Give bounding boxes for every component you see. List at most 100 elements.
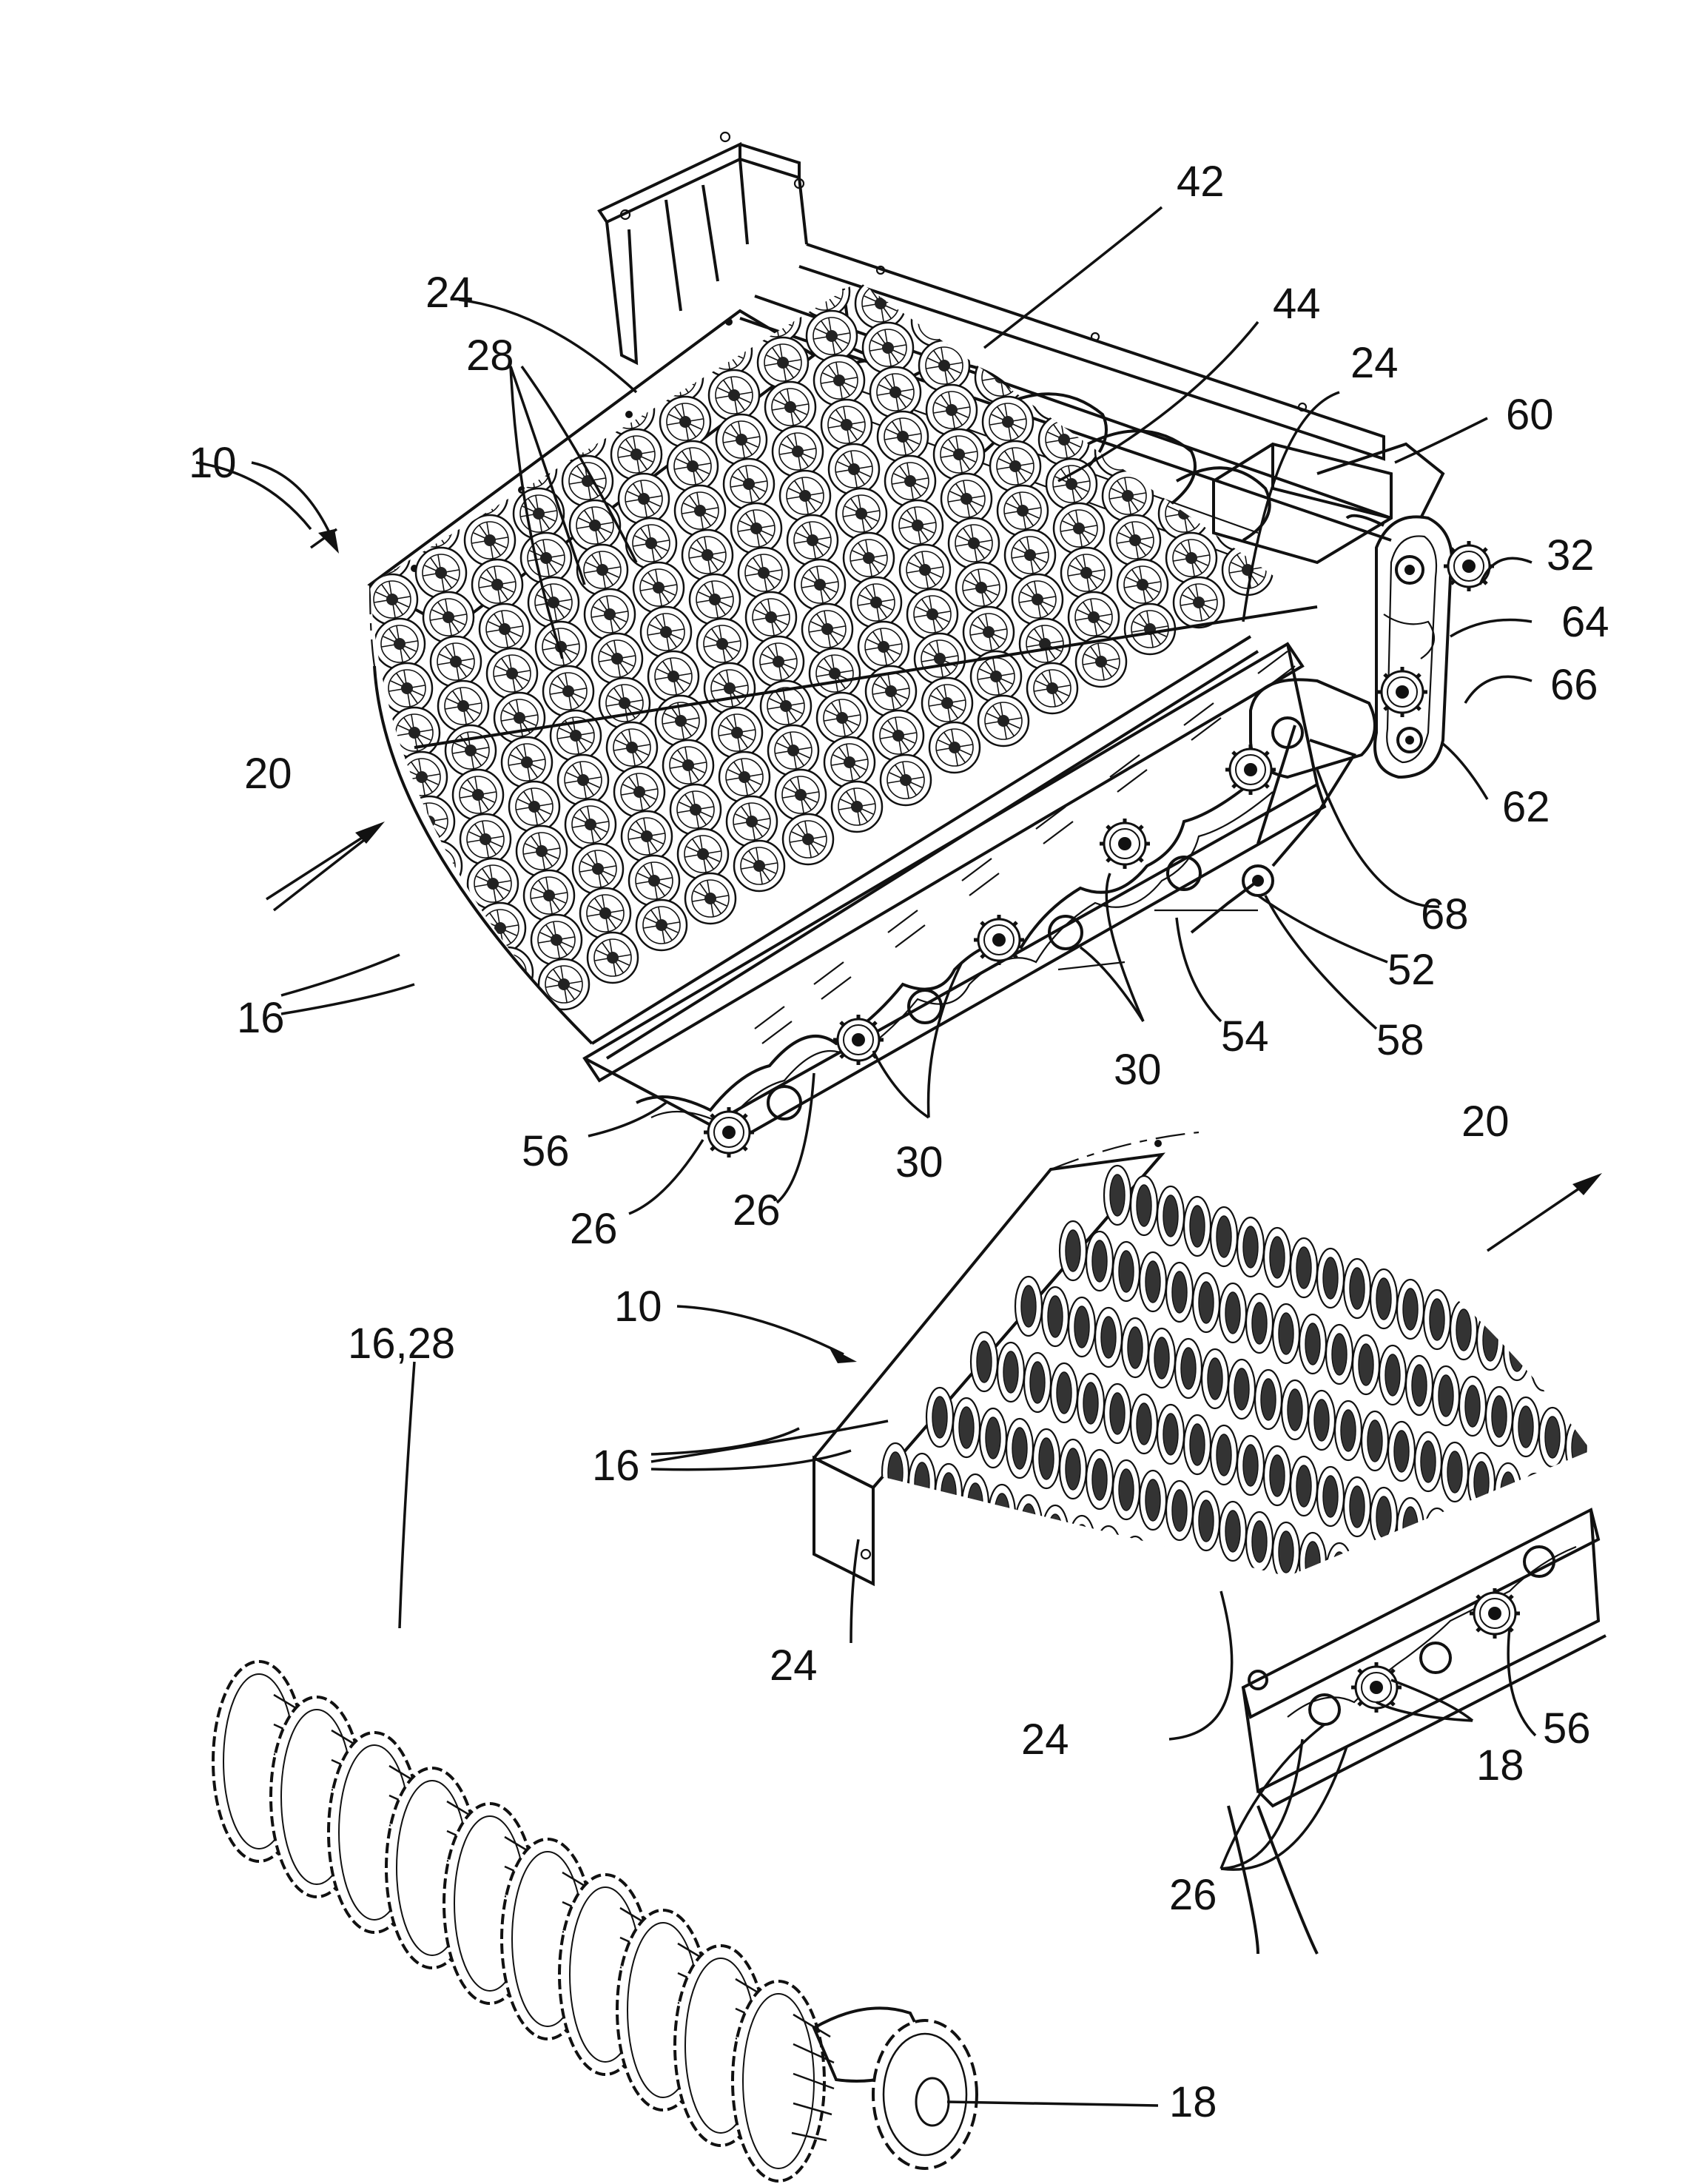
roller-disc <box>540 323 591 373</box>
roller-disc <box>1353 1335 1379 1394</box>
roller-disc <box>938 130 989 181</box>
roller-disc <box>926 1388 953 1447</box>
roller-disc <box>712 708 762 758</box>
label-18: 18 <box>1476 1741 1524 1790</box>
roller-disc <box>1242 340 1292 391</box>
label-26: 26 <box>1169 1871 1217 1919</box>
roller-disc <box>1690 1394 1699 1453</box>
roller-disc <box>802 604 852 654</box>
roller-disc <box>1637 1373 1663 1432</box>
roller-disc <box>1184 1415 1211 1474</box>
roller-disc <box>480 604 530 654</box>
roller-disc <box>963 607 1014 657</box>
roller-disc <box>960 263 1011 314</box>
roller-disc <box>912 296 962 346</box>
roller-disc <box>907 589 958 639</box>
roller-disc <box>397 752 447 802</box>
roller-disc <box>690 574 740 625</box>
roller-disc <box>929 722 980 773</box>
roller-disc <box>1228 1360 1255 1419</box>
roller-disc <box>694 281 744 332</box>
roller-disc <box>878 411 928 462</box>
roller-disc <box>629 856 679 906</box>
roller-disc <box>1353 1553 1379 1613</box>
roller-disc <box>1299 1314 1326 1374</box>
roller-disc <box>1397 1498 1424 1557</box>
roller-disc <box>521 533 571 583</box>
chain-guard <box>1375 517 1494 777</box>
roller-disc <box>1388 1422 1415 1481</box>
roller-disc <box>1326 1325 1353 1384</box>
roller-disc <box>968 308 1018 358</box>
roller-disc <box>810 648 860 699</box>
roller-disc <box>1175 1339 1202 1398</box>
roller-disc <box>1077 0 1128 50</box>
roller-disc <box>1495 1463 1521 1522</box>
roller-disc <box>490 992 540 1042</box>
top-assembly-view <box>196 0 1532 1214</box>
roller-disc <box>931 86 981 136</box>
roller-disc <box>514 488 564 539</box>
roller-disc <box>776 770 826 820</box>
roller-disc <box>841 189 891 240</box>
roller-disc <box>1069 1516 1095 1575</box>
roller-disc <box>1086 1450 1113 1509</box>
roller-disc <box>1012 574 1063 625</box>
roller-disc <box>1299 1533 1326 1592</box>
roller-disc <box>987 104 1037 154</box>
roller-disc <box>1370 1488 1397 1547</box>
label-26: 26 <box>733 1186 781 1234</box>
roller-disc <box>1148 1547 1175 1606</box>
roller-disc <box>716 414 767 465</box>
roller-disc <box>543 666 593 716</box>
label-10: 10 <box>614 1283 662 1331</box>
label-24: 24 <box>1021 1716 1069 1764</box>
roller-disc <box>1166 533 1217 583</box>
roller-disc <box>1219 1283 1246 1343</box>
roller-disc <box>1619 1439 1646 1498</box>
roller-disc <box>882 118 932 169</box>
roller-disc <box>345 441 395 491</box>
roller-disc <box>765 382 815 432</box>
roller-disc <box>1264 1446 1291 1505</box>
roller-disc <box>971 1332 997 1391</box>
roller-disc <box>389 708 440 758</box>
roller-disc <box>682 530 733 580</box>
roller-disc <box>926 385 977 435</box>
roller-disc <box>565 799 616 850</box>
roller-disc <box>475 903 525 953</box>
roller-disc <box>773 426 823 477</box>
roller-disc <box>858 622 909 672</box>
roller-disc <box>1441 1442 1468 1502</box>
roller-disc <box>434 974 484 1024</box>
roller-disc <box>663 740 713 790</box>
roller-disc <box>423 592 474 642</box>
label-16-28: 16,28 <box>348 1320 455 1368</box>
roller-disc <box>1140 1471 1166 1530</box>
roller-disc <box>731 503 781 554</box>
roller-disc <box>394 414 444 465</box>
roller-disc <box>855 278 906 329</box>
label-24: 24 <box>1350 339 1399 387</box>
flow-arrow-front <box>1487 1173 1602 1251</box>
roller-disc <box>1066 249 1116 299</box>
roller-disc <box>401 459 451 509</box>
roller-disc-field <box>345 0 1322 1069</box>
roller-disc <box>829 444 879 494</box>
label-42: 42 <box>1177 158 1225 206</box>
roller-disc <box>1033 1429 1060 1488</box>
arrow-10-front <box>677 1306 857 1363</box>
roller-disc <box>1513 1397 1539 1456</box>
roller-disc <box>956 562 1006 613</box>
roller-disc <box>450 426 500 477</box>
roller-disc <box>599 678 650 728</box>
roller-disc <box>1027 663 1077 713</box>
roller-disc <box>1193 1273 1219 1332</box>
roller-disc <box>900 545 950 595</box>
roller-disc <box>750 293 801 343</box>
label-28: 28 <box>466 332 514 380</box>
roller-disc <box>1042 1287 1069 1346</box>
roller-disc <box>922 678 972 728</box>
roller-disc <box>441 1018 491 1069</box>
roller-disc <box>1486 1387 1513 1446</box>
